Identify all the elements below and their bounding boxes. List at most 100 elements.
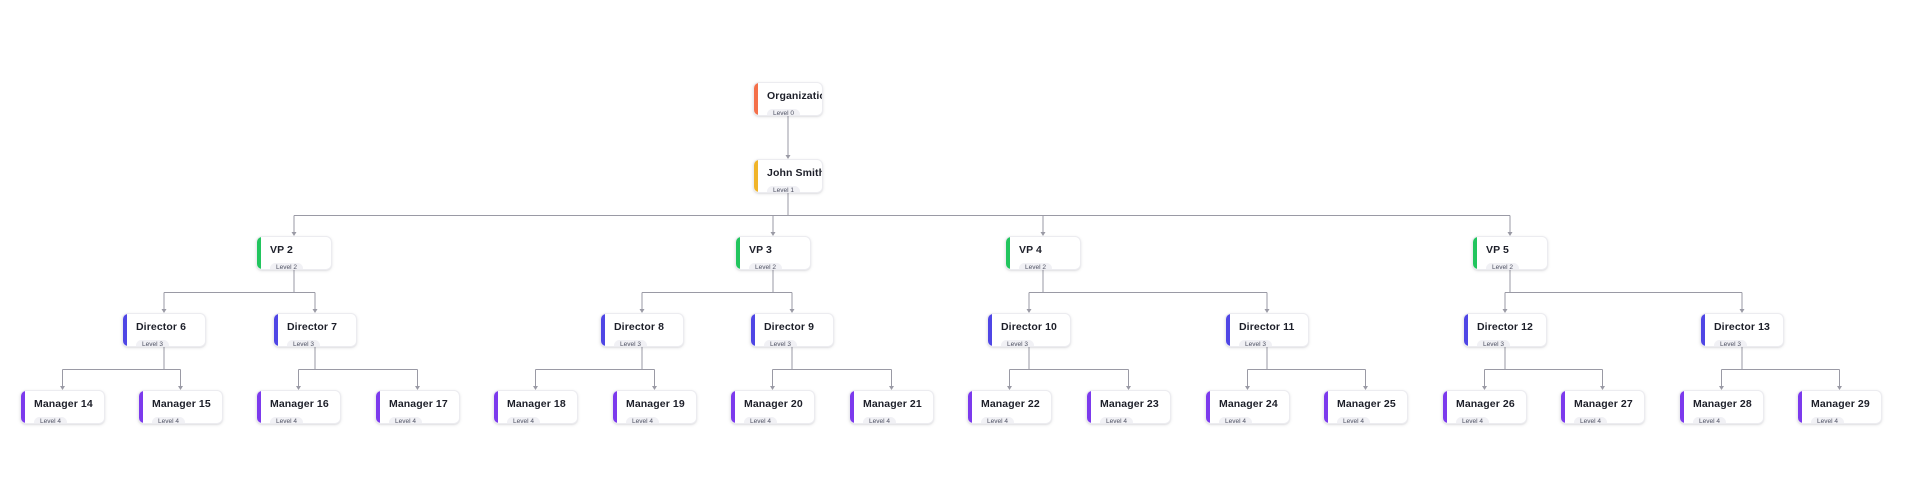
org-node-n13[interactable]: Director 13 Level 3	[1700, 313, 1784, 347]
org-node-n12[interactable]: Director 12 Level 3	[1463, 313, 1547, 347]
node-level-badge: Level 4	[981, 416, 1014, 423]
node-accent-bar	[21, 391, 25, 423]
node-accent-bar	[988, 314, 992, 346]
node-title: Director 13	[1714, 321, 1770, 333]
node-title: John Smith	[767, 167, 823, 179]
node-body: Manager 26 Level 4	[1443, 391, 1526, 423]
node-level-badge: Level 0	[767, 108, 800, 115]
org-node-n4[interactable]: VP 4 Level 2	[1005, 236, 1081, 270]
node-title: Manager 23	[1100, 398, 1159, 410]
node-accent-bar	[257, 237, 261, 269]
node-level-badge: Level 3	[1477, 339, 1510, 346]
node-title: Director 11	[1239, 321, 1295, 333]
node-level-badge: Level 2	[1019, 262, 1052, 269]
node-accent-bar	[1087, 391, 1091, 423]
org-node-n10[interactable]: Director 10 Level 3	[987, 313, 1071, 347]
node-accent-bar	[613, 391, 617, 423]
node-title: Manager 22	[981, 398, 1040, 410]
node-level-badge: Level 4	[1219, 416, 1252, 423]
node-accent-bar	[731, 391, 735, 423]
node-accent-bar	[257, 391, 261, 423]
node-title: Manager 18	[507, 398, 566, 410]
node-title: Manager 27	[1574, 398, 1633, 410]
node-level-badge: Level 4	[34, 416, 67, 423]
org-node-n24[interactable]: Manager 24 Level 4	[1205, 390, 1290, 424]
node-title: Manager 25	[1337, 398, 1396, 410]
node-title: Manager 24	[1219, 398, 1278, 410]
node-level-badge: Level 4	[1456, 416, 1489, 423]
node-level-badge: Level 3	[287, 339, 320, 346]
node-level-badge: Level 3	[1001, 339, 1034, 346]
org-node-n23[interactable]: Manager 23 Level 4	[1086, 390, 1171, 424]
node-accent-bar	[1443, 391, 1447, 423]
node-level-badge: Level 4	[1100, 416, 1133, 423]
node-title: Manager 15	[152, 398, 211, 410]
node-title: Manager 14	[34, 398, 93, 410]
node-level-badge: Level 2	[270, 262, 303, 269]
org-node-n0[interactable]: OrganizationLevel 0	[753, 82, 823, 116]
node-body: Manager 29 Level 4	[1798, 391, 1881, 423]
org-node-n17[interactable]: Manager 17 Level 4	[375, 390, 460, 424]
node-title: Director 12	[1477, 321, 1533, 333]
org-node-n27[interactable]: Manager 27 Level 4	[1560, 390, 1645, 424]
node-level-badge: Level 3	[1714, 339, 1747, 346]
node-level-badge: Level 4	[270, 416, 303, 423]
org-node-n14[interactable]: Manager 14 Level 4	[20, 390, 105, 424]
node-title: Manager 28	[1693, 398, 1752, 410]
node-body: Manager 27 Level 4	[1561, 391, 1644, 423]
node-level-badge: Level 4	[1574, 416, 1607, 423]
node-body: Director 10 Level 3	[988, 314, 1070, 346]
node-title: VP 4	[1019, 244, 1042, 256]
node-body: VP 4 Level 2	[1006, 237, 1080, 269]
org-node-n26[interactable]: Manager 26 Level 4	[1442, 390, 1527, 424]
node-accent-bar	[1701, 314, 1705, 346]
org-node-n22[interactable]: Manager 22 Level 4	[967, 390, 1052, 424]
node-accent-bar	[754, 83, 758, 115]
node-level-badge: Level 4	[744, 416, 777, 423]
node-level-badge: Level 4	[1811, 416, 1844, 423]
node-title: Manager 17	[389, 398, 448, 410]
node-accent-bar	[123, 314, 127, 346]
node-accent-bar	[1464, 314, 1468, 346]
node-title: Director 8	[614, 321, 665, 333]
node-body: Director 13 Level 3	[1701, 314, 1783, 346]
node-accent-bar	[850, 391, 854, 423]
node-level-badge: Level 4	[389, 416, 422, 423]
node-title: Manager 29	[1811, 398, 1870, 410]
node-level-badge: Level 3	[764, 339, 797, 346]
node-accent-bar	[494, 391, 498, 423]
node-title: Organization	[767, 90, 822, 102]
node-body: Manager 22 Level 4	[968, 391, 1051, 423]
node-title: Director 10	[1001, 321, 1057, 333]
node-title: Manager 26	[1456, 398, 1515, 410]
org-node-n29[interactable]: Manager 29 Level 4	[1797, 390, 1882, 424]
node-accent-bar	[736, 237, 740, 269]
